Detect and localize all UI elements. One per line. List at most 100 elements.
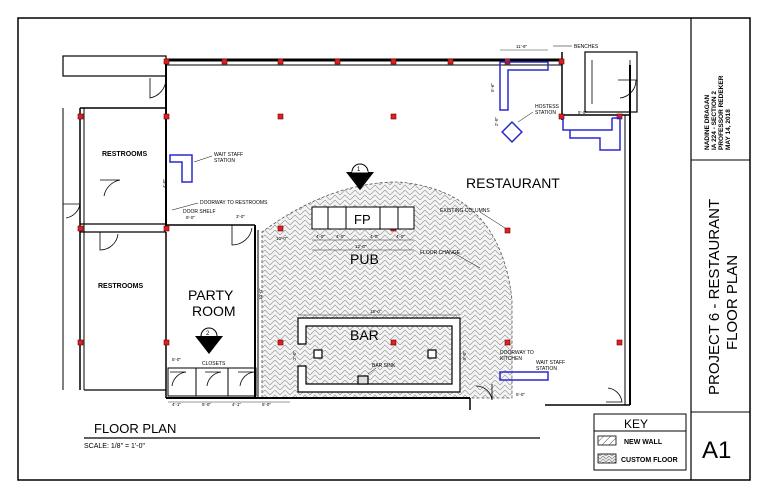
- doorway-kitchen-note-2: KITCHEN: [500, 356, 522, 362]
- closet-door-2: [205, 371, 222, 387]
- closets-note: CLOSETS: [202, 361, 226, 367]
- column: [390, 339, 397, 346]
- walls: [62, 51, 638, 410]
- column: [504, 339, 511, 346]
- dim-door-shelf-w: 3'-0": [236, 214, 245, 219]
- dim-closet-1: 4'-1": [172, 402, 181, 407]
- wait-staff-bottom-note-2: STATION: [536, 366, 557, 372]
- author-name: NADINE DRAGAN: [704, 94, 711, 150]
- dim-pub-total: 12'-0": [355, 244, 367, 249]
- custom-floor-area: [261, 181, 513, 399]
- drawing-date: MAY 14, 2018: [725, 109, 732, 150]
- wait-staff-top-note-2: STATION: [214, 158, 235, 164]
- title-block: NADINE DRAGAN IA 224 - SECTION 2 PROFESS…: [702, 75, 741, 464]
- dim-pub-seg3: 4'-0": [370, 234, 379, 239]
- dim-bar-side: 8'-0": [462, 351, 467, 360]
- column: [558, 113, 565, 120]
- column: [334, 58, 341, 65]
- dim-closet-2: 5'-0": [202, 402, 211, 407]
- vestibule-door: [618, 79, 637, 99]
- column: [77, 225, 84, 232]
- section-marker-2-sheet: A1: [204, 338, 210, 344]
- closet-door-1: [170, 371, 187, 387]
- dimensions: 11'-9" 5'-6" 2'-0" 5'-0" 4'-0" 3'-0" 8'-…: [162, 44, 587, 407]
- closet-door-3: [238, 371, 255, 387]
- bar-sink: [357, 375, 369, 385]
- upper-right-vestibule: [584, 51, 638, 113]
- drawing-title-block: FLOOR PLAN SCALE: 1/8" = 1'-0": [84, 421, 540, 450]
- column: [277, 339, 284, 346]
- hostess-note-1: HOSTESS: [535, 104, 560, 110]
- benches-note: BENCHES: [574, 44, 599, 50]
- dim-hostess-depth: 2'-0": [494, 117, 499, 126]
- dim-benches-depth: 5'-6": [490, 83, 495, 92]
- upper-left-entry-wall: [62, 55, 167, 77]
- dim-benches-width: 11'-9": [516, 44, 528, 49]
- wait-staff-bottom-note-1: WAIT STAFF: [536, 360, 565, 366]
- professor-name: PROFESSOR REDEKER: [718, 75, 725, 150]
- section-marker-1-number: 1: [357, 167, 361, 173]
- new-wall-swatch: [597, 435, 617, 446]
- dim-pub-seg2: 4'-0": [336, 234, 345, 239]
- column: [447, 58, 454, 65]
- party-room-label-2: ROOM: [192, 303, 236, 319]
- entry-door-left: [149, 78, 167, 99]
- bar-stool: [313, 349, 323, 359]
- closets-block: [167, 367, 257, 397]
- column: [390, 58, 397, 65]
- custom-floor-swatch: [597, 453, 617, 464]
- fireplace-label: FP: [354, 212, 371, 227]
- blue-furniture: [169, 61, 621, 381]
- benches: [499, 61, 549, 111]
- column: [163, 339, 170, 346]
- dim-pub-gap: 10'-0": [276, 236, 288, 241]
- floor-change-note: FLOOR CHANGE: [420, 250, 461, 256]
- restroom-door-bottom: [99, 232, 119, 251]
- column: [77, 113, 84, 120]
- bar-counter: [297, 317, 461, 393]
- existing-columns-note: EXISTING COLUMNS: [440, 208, 490, 214]
- dim-party-wall: 10'-0": [258, 288, 263, 300]
- bar-sink-note: BAR SINK: [372, 363, 396, 369]
- dim-bar-top: 15'-0": [370, 309, 382, 314]
- bottom-right-door: [606, 387, 623, 403]
- section-markers: 1 A1 2 A1: [195, 163, 374, 354]
- sheet-number: A1: [702, 437, 731, 464]
- course-name: IA 224 - SECTION 2: [711, 91, 718, 150]
- room-labels: RESTAURANT RESTROOMS RESTROOMS PARTY ROO…: [98, 151, 560, 343]
- dim-closet-3: 4'-1": [232, 402, 241, 407]
- project-title-line1: PROJECT 6 - RESTAURANT: [706, 199, 723, 395]
- dim-closet-4: 5'-0": [262, 402, 271, 407]
- hostess-station: [501, 121, 523, 143]
- restroom-corridor-door: [63, 203, 81, 219]
- doorway-restrooms-note: DOORWAY TO RESTROOMS: [200, 200, 268, 206]
- dim-wait-bottom-w: 5'-0": [516, 392, 525, 397]
- section-marker-1-sheet: A1: [355, 174, 361, 180]
- bar-label: BAR: [350, 327, 379, 343]
- restrooms-bottom-label: RESTROOMS: [98, 283, 143, 290]
- column: [77, 339, 84, 346]
- key-title: KEY: [624, 417, 648, 431]
- window-bench: [562, 117, 621, 151]
- column: [504, 227, 511, 234]
- column: [163, 225, 170, 232]
- dim-pub-seg1: 4'-0": [316, 234, 325, 239]
- fireplace: [311, 206, 415, 230]
- column: [163, 58, 170, 65]
- column: [163, 113, 170, 120]
- kitchen-door: [475, 384, 493, 401]
- key-legend: KEY NEW WALL CUSTOM FLOOR: [593, 413, 687, 471]
- column: [390, 113, 397, 120]
- restrooms-top-label: RESTROOMS: [102, 151, 147, 158]
- hostess-note-2: STATION: [535, 110, 556, 116]
- wait-staff-station-top: [169, 154, 193, 183]
- dim-wait-top-depth: 4'-0": [162, 179, 167, 188]
- dim-door-offset: 8'-0": [186, 215, 195, 220]
- key-new-wall-label: NEW WALL: [624, 439, 663, 446]
- drawing-scale: SCALE: 1/8" = 1'-0": [84, 443, 145, 450]
- column: [558, 58, 565, 65]
- annotations: BENCHES HOSTESS STATION WAIT STAFF STATI…: [171, 44, 599, 375]
- door-shelf-note: DOOR SHELF: [183, 209, 216, 215]
- wait-staff-top-note-1: WAIT STAFF: [214, 152, 243, 158]
